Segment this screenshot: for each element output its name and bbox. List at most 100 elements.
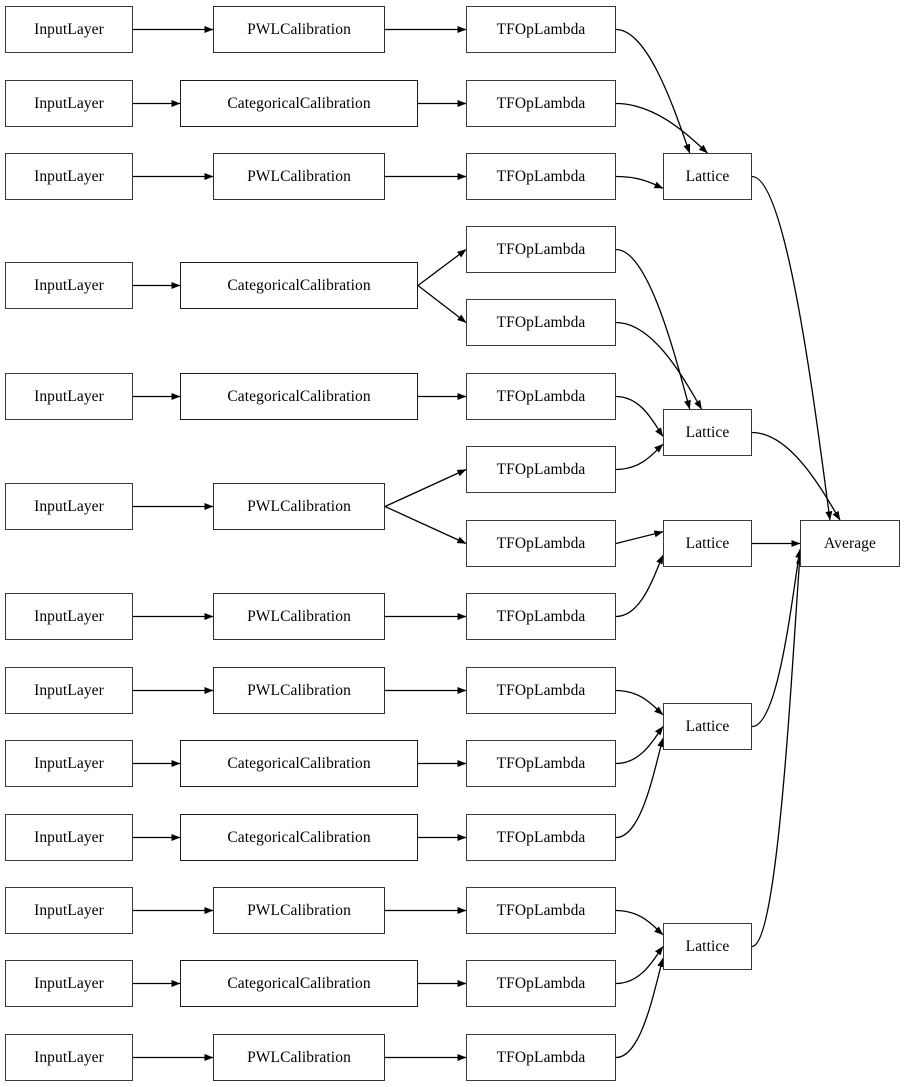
node-tfop-tf13[interactable]: TFOpLambda	[466, 887, 616, 934]
node-label: Lattice	[685, 167, 730, 185]
node-label: InputLayer	[34, 167, 104, 185]
node-tfop-tf7[interactable]: TFOpLambda	[466, 446, 616, 493]
node-label: Average	[823, 534, 877, 552]
node-categorical-cal9[interactable]: CategoricalCalibration	[180, 740, 418, 787]
node-label: Lattice	[685, 717, 730, 735]
edge-tf5-to-lat2	[615, 321, 703, 410]
node-lattice-lat4[interactable]: Lattice	[663, 703, 752, 750]
node-tfop-tf10[interactable]: TFOpLambda	[466, 667, 616, 714]
node-categorical-cal4[interactable]: CategoricalCalibration	[180, 262, 418, 309]
node-label: CategoricalCalibration	[227, 94, 371, 112]
node-tfop-tf12[interactable]: TFOpLambda	[466, 814, 616, 861]
node-input-in12[interactable]: InputLayer	[5, 960, 133, 1007]
node-label: InputLayer	[34, 497, 104, 515]
node-input-in7[interactable]: InputLayer	[5, 593, 133, 640]
node-label: TFOpLambda	[496, 974, 586, 992]
node-tfop-tf2[interactable]: TFOpLambda	[466, 80, 616, 127]
node-label: InputLayer	[34, 901, 104, 919]
node-input-in13[interactable]: InputLayer	[5, 1034, 133, 1081]
edge-lat1-to-avg	[751, 175, 833, 521]
node-label: InputLayer	[34, 20, 104, 38]
node-label: TFOpLambda	[496, 754, 586, 772]
node-average-avg[interactable]: Average	[800, 520, 900, 567]
node-label: CategoricalCalibration	[227, 828, 371, 846]
edge-tf14-to-lat5	[615, 946, 664, 985]
node-lattice-lat2[interactable]: Lattice	[663, 409, 752, 456]
node-lattice-lat1[interactable]: Lattice	[663, 153, 752, 200]
node-tfop-tf6[interactable]: TFOpLambda	[466, 373, 616, 420]
edge-tf1-to-lat1	[615, 28, 691, 154]
edge-tf2-to-lat1	[615, 102, 708, 154]
edge-lat4-to-avg	[751, 548, 803, 728]
edge-tf6-to-lat2	[615, 395, 664, 437]
node-input-in6[interactable]: InputLayer	[5, 483, 133, 530]
node-tfop-tf3[interactable]: TFOpLambda	[466, 153, 616, 200]
node-tfop-tf14[interactable]: TFOpLambda	[466, 960, 616, 1007]
node-input-in5[interactable]: InputLayer	[5, 373, 133, 420]
edge-tf11-to-lat4	[615, 726, 664, 765]
node-tfop-tf8[interactable]: TFOpLambda	[466, 520, 616, 567]
edge-tf10-to-lat4	[615, 689, 664, 716]
edge-tf12-to-lat4	[615, 737, 665, 839]
edge-cal4-to-tf4	[417, 248, 467, 287]
node-tfop-tf4[interactable]: TFOpLambda	[466, 226, 616, 273]
node-categorical-cal12[interactable]: CategoricalCalibration	[180, 960, 418, 1007]
node-tfop-tf5[interactable]: TFOpLambda	[466, 299, 616, 346]
node-label: CategoricalCalibration	[227, 387, 371, 405]
edge-tf13-to-lat5	[615, 909, 664, 936]
node-label: InputLayer	[34, 276, 104, 294]
node-lattice-lat3[interactable]: Lattice	[663, 520, 752, 567]
node-categorical-cal5[interactable]: CategoricalCalibration	[180, 373, 418, 420]
node-input-in2[interactable]: InputLayer	[5, 80, 133, 127]
edge-tf15-to-lat5	[615, 957, 665, 1059]
node-tfop-tf1[interactable]: TFOpLambda	[466, 6, 616, 53]
node-input-in1[interactable]: InputLayer	[5, 6, 133, 53]
node-input-in8[interactable]: InputLayer	[5, 667, 133, 714]
node-pwl-cal8[interactable]: PWLCalibration	[213, 667, 385, 714]
node-label: InputLayer	[34, 387, 104, 405]
node-tfop-tf15[interactable]: TFOpLambda	[466, 1034, 616, 1081]
node-pwl-cal13[interactable]: PWLCalibration	[213, 1034, 385, 1081]
node-categorical-cal10[interactable]: CategoricalCalibration	[180, 814, 418, 861]
node-lattice-lat5[interactable]: Lattice	[663, 923, 752, 970]
node-tfop-tf11[interactable]: TFOpLambda	[466, 740, 616, 787]
node-tfop-tf9[interactable]: TFOpLambda	[466, 593, 616, 640]
node-label: TFOpLambda	[496, 607, 586, 625]
node-pwl-cal1[interactable]: PWLCalibration	[213, 6, 385, 53]
node-label: TFOpLambda	[496, 240, 586, 258]
edge-tf8-to-lat3	[615, 530, 664, 545]
node-pwl-cal11[interactable]: PWLCalibration	[213, 887, 385, 934]
node-label: TFOpLambda	[496, 94, 586, 112]
node-label: TFOpLambda	[496, 681, 586, 699]
node-label: Lattice	[685, 937, 730, 955]
node-label: PWLCalibration	[247, 497, 351, 515]
node-label: InputLayer	[34, 974, 104, 992]
node-label: InputLayer	[34, 1048, 104, 1066]
node-pwl-cal7[interactable]: PWLCalibration	[213, 593, 385, 640]
node-input-in9[interactable]: InputLayer	[5, 740, 133, 787]
node-label: TFOpLambda	[496, 1048, 586, 1066]
edge-cal6-to-tf7	[384, 468, 467, 508]
node-label: PWLCalibration	[247, 681, 351, 699]
node-label: CategoricalCalibration	[227, 754, 371, 772]
node-input-in4[interactable]: InputLayer	[5, 262, 133, 309]
node-input-in11[interactable]: InputLayer	[5, 887, 133, 934]
node-label: PWLCalibration	[247, 901, 351, 919]
node-input-in3[interactable]: InputLayer	[5, 153, 133, 200]
edge-tf3-to-lat1	[615, 175, 664, 189]
node-label: TFOpLambda	[496, 20, 586, 38]
node-label: TFOpLambda	[496, 460, 586, 478]
node-label: InputLayer	[34, 754, 104, 772]
node-pwl-cal3[interactable]: PWLCalibration	[213, 153, 385, 200]
edge-tf7-to-lat2	[615, 443, 664, 471]
node-label: Lattice	[685, 423, 730, 441]
node-input-in10[interactable]: InputLayer	[5, 814, 133, 861]
node-pwl-cal6[interactable]: PWLCalibration	[213, 483, 385, 530]
node-label: TFOpLambda	[496, 901, 586, 919]
node-label: InputLayer	[34, 607, 104, 625]
node-categorical-cal2[interactable]: CategoricalCalibration	[180, 80, 418, 127]
node-label: PWLCalibration	[247, 20, 351, 38]
node-label: TFOpLambda	[496, 534, 586, 552]
node-label: InputLayer	[34, 681, 104, 699]
